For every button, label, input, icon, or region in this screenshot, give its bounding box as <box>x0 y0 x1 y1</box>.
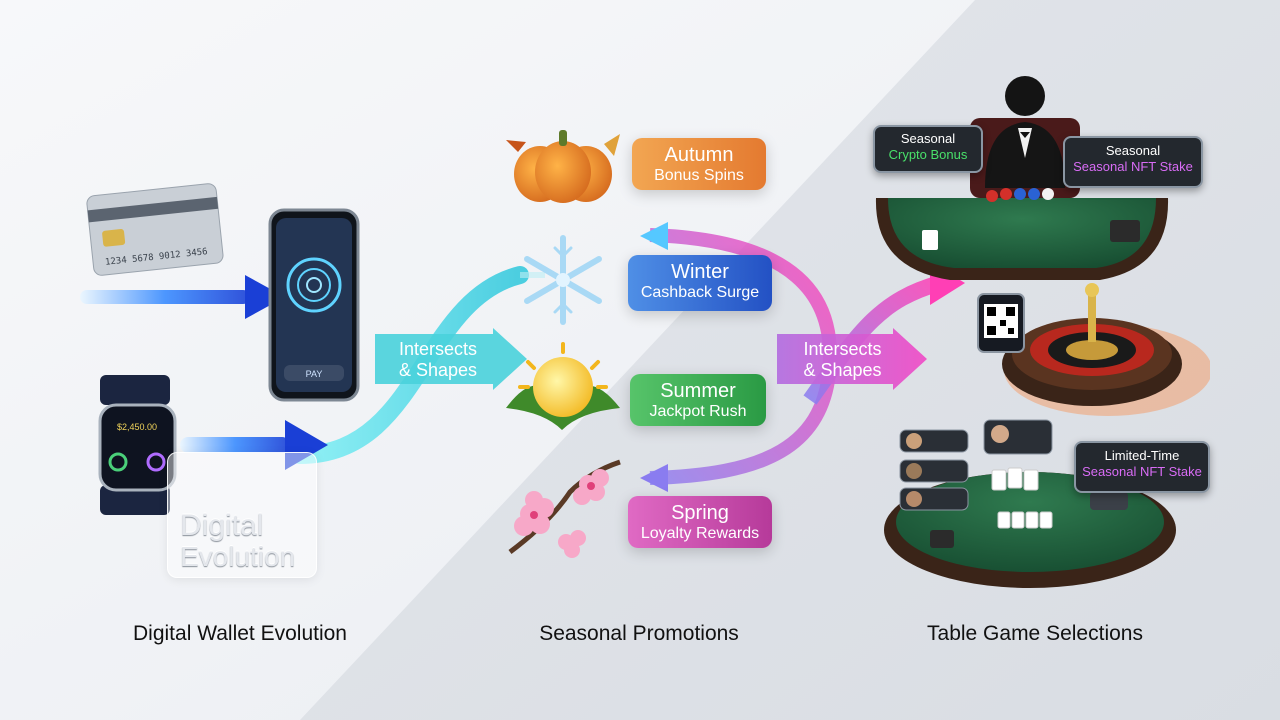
promo-summer-season: Summer <box>660 380 736 402</box>
table-games-illustration <box>875 76 1210 588</box>
promo-spring[interactable]: Spring Loyalty Rewards <box>628 496 772 548</box>
tag-limited-line2: Seasonal NFT Stake <box>1082 464 1202 480</box>
badge-line2: Evolution <box>180 541 296 572</box>
arrow-icon <box>180 420 328 470</box>
digital-evolution-badge: Digital Evolution <box>167 452 317 578</box>
tag-crypto-line1: Seasonal <box>900 131 956 146</box>
caption-wallet: Digital Wallet Evolution <box>133 622 347 645</box>
promo-summer-offer: Jackpot Rush <box>649 403 747 420</box>
intersect-arrow-left <box>375 328 527 390</box>
sun-icon <box>506 342 620 430</box>
arrow-icon <box>80 275 285 319</box>
promo-winter-offer: Cashback Surge <box>640 284 760 301</box>
tag-crypto-line2: Crypto Bonus <box>888 147 968 163</box>
caption-promotions: Seasonal Promotions <box>539 622 739 645</box>
promo-spring-offer: Loyalty Rewards <box>640 525 760 542</box>
blackjack-table-icon <box>875 188 1169 280</box>
promo-autumn-season: Autumn <box>664 144 734 166</box>
credit-card-icon: 1234 5678 9012 3456 <box>86 183 224 276</box>
tag-seasonal-crypto-bonus[interactable]: Seasonal Crypto Bonus <box>873 125 983 173</box>
intersect-right-line1: Intersects <box>803 339 882 359</box>
player-avatar-icon <box>899 419 1053 511</box>
promo-summer[interactable]: Summer Jackpot Rush <box>630 374 766 426</box>
caption-tables: Table Game Selections <box>927 622 1143 645</box>
tag-seasonal-nft-stake[interactable]: Seasonal Seasonal NFT Stake <box>1063 136 1203 188</box>
smartwatch-icon: $2,450.00 <box>98 375 177 515</box>
promo-autumn[interactable]: Autumn Bonus Spins <box>632 138 766 190</box>
intersect-left-line1: Intersects <box>398 339 478 359</box>
svg-text:$2,450.00: $2,450.00 <box>117 422 157 432</box>
intersect-label-right: Intersects & Shapes <box>780 339 905 380</box>
roulette-wheel-icon <box>1002 283 1210 416</box>
tag-nft-line2: Seasonal NFT Stake <box>1073 159 1193 175</box>
svg-text:PAY: PAY <box>306 369 323 379</box>
badge-line1: Digital <box>180 509 264 542</box>
intersect-right-line2: & Shapes <box>803 359 882 380</box>
intersect-label-left: Intersects & Shapes <box>378 339 498 380</box>
promo-winter-season: Winter <box>671 261 729 283</box>
tag-nft-line1: Seasonal <box>1105 143 1161 158</box>
smartphone-icon: PAY <box>268 208 360 402</box>
promo-winter[interactable]: Winter Cashback Surge <box>628 255 772 311</box>
tag-limited-line1: Limited-Time <box>1104 448 1180 463</box>
intersect-arrow-right <box>777 328 927 390</box>
dealer-icon <box>970 76 1080 198</box>
wallet-illustration: 1234 5678 9012 3456 PAY $2,450.00 <box>80 183 360 515</box>
cherry-blossom-icon <box>508 459 621 558</box>
season-icons <box>506 130 621 558</box>
promo-autumn-offer: Bonus Spins <box>654 167 744 184</box>
pumpkin-icon <box>506 130 620 203</box>
qr-code-icon <box>977 293 1025 353</box>
intersect-left-line2: & Shapes <box>398 359 478 380</box>
promo-spring-season: Spring <box>671 502 729 524</box>
snowflake-icon <box>524 235 602 325</box>
tag-limited-time-nft-stake[interactable]: Limited-Time Seasonal NFT Stake <box>1074 441 1210 493</box>
